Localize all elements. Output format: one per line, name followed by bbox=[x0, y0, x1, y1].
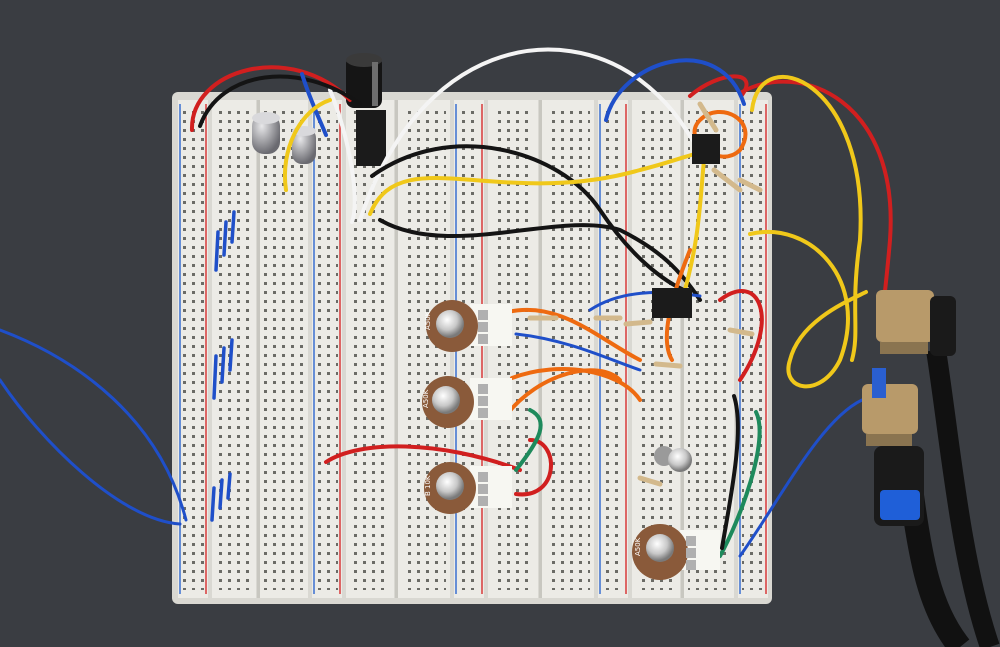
white-wire-2 bbox=[328, 88, 357, 224]
pot-label: A50K bbox=[422, 389, 430, 408]
cable-1 bbox=[926, 348, 1000, 647]
electrolytic-capacitors bbox=[252, 53, 386, 166]
white-wire bbox=[358, 47, 702, 222]
yellow-wire-right bbox=[750, 74, 863, 362]
pot-label: B 10K bbox=[424, 475, 432, 496]
pot-label: A50K bbox=[424, 311, 432, 330]
black-wire-2 bbox=[378, 218, 702, 302]
breadboard bbox=[172, 92, 772, 604]
yellow-wire-mid bbox=[680, 158, 706, 302]
green-wire bbox=[514, 408, 543, 472]
potentiometer-4: A50K bbox=[632, 524, 720, 580]
black-wire-top bbox=[198, 74, 362, 128]
blue-jumpers bbox=[210, 210, 236, 522]
green-wire-2 bbox=[718, 410, 762, 558]
orange-wire-3 bbox=[502, 368, 622, 420]
potentiometer-2: A50K bbox=[422, 376, 512, 428]
orange-wire-1 bbox=[506, 307, 642, 362]
blue-wire-jack bbox=[738, 398, 864, 558]
blue-wire-left-2 bbox=[0, 378, 182, 526]
red-wire-mid bbox=[324, 444, 522, 472]
potentiometer-1: A50K bbox=[424, 300, 512, 352]
blue-wire-top bbox=[604, 58, 746, 122]
pot-label: A50K bbox=[634, 537, 642, 556]
black-wire-3 bbox=[720, 394, 740, 550]
red-wire-small bbox=[514, 438, 553, 497]
red-wire-top bbox=[189, 65, 352, 132]
yellow-wire-top bbox=[368, 151, 702, 216]
ic-chips bbox=[652, 134, 720, 472]
power-rails bbox=[179, 104, 767, 594]
black-wire-long bbox=[370, 144, 692, 294]
yellow-wire-cap bbox=[282, 98, 332, 192]
potentiometer-3: B 10K bbox=[424, 462, 512, 514]
red-wire-right-mid bbox=[718, 289, 764, 382]
audio-jacks bbox=[862, 290, 1000, 647]
center-channels bbox=[257, 100, 684, 598]
blue-wire-left bbox=[0, 328, 188, 522]
blue-wire-mid-1 bbox=[514, 332, 642, 372]
resistors bbox=[527, 101, 763, 487]
jumper-wires bbox=[0, 47, 893, 558]
yellow-wire-loop bbox=[748, 230, 868, 389]
red-wire-top-2 bbox=[688, 74, 749, 98]
